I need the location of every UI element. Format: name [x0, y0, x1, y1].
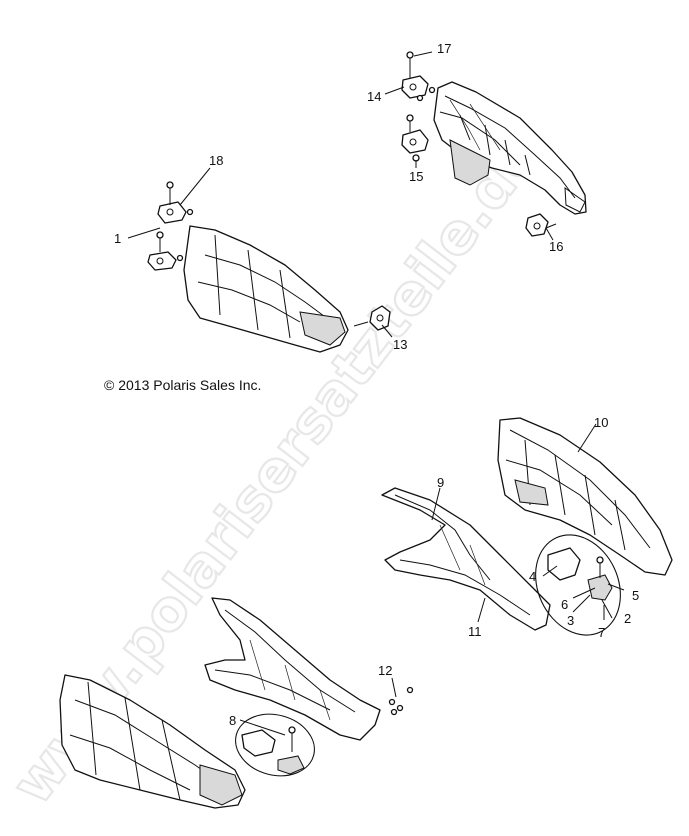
callout-14: 14 — [367, 89, 381, 104]
callout-7: 7 — [598, 625, 605, 640]
callout-8: 8 — [229, 713, 236, 728]
detail-oval-latch — [535, 534, 621, 636]
callout-2: 2 — [624, 611, 631, 626]
copyright-notice: © 2013 Polaris Sales Inc. — [104, 377, 261, 393]
callout-6: 6 — [561, 597, 568, 612]
hinge-14 — [401, 51, 436, 102]
handle-8 — [241, 726, 305, 775]
callout-10: 10 — [594, 415, 608, 430]
door-frame-9 — [381, 487, 551, 631]
hinge-18 — [157, 181, 194, 224]
callout-1: 1 — [114, 231, 121, 246]
callout-11: 11 — [468, 624, 482, 639]
hinge-15 — [401, 114, 429, 162]
callout-9: 9 — [437, 475, 444, 490]
callout-12: 12 — [378, 663, 392, 678]
callout-3: 3 — [567, 613, 574, 628]
latch-16 — [525, 213, 557, 237]
front-door-panel-bottom — [59, 674, 246, 809]
fasteners-12 — [388, 686, 414, 716]
callout-4: 4 — [529, 569, 536, 584]
hinge-1 — [147, 231, 184, 271]
front-door-panel-top — [183, 225, 349, 353]
callout-13: 13 — [393, 337, 407, 352]
latch-13 — [353, 305, 391, 331]
callout-16: 16 — [549, 239, 563, 254]
latch-assembly — [547, 547, 613, 601]
door-panel-10 — [497, 417, 673, 576]
callout-15: 15 — [409, 169, 423, 184]
rear-door-frame-top — [433, 81, 587, 215]
callout-5: 5 — [632, 588, 639, 603]
callout-17: 17 — [437, 41, 451, 56]
detail-oval-handle — [235, 713, 315, 777]
front-frame-bottom — [204, 597, 381, 741]
callout-18: 18 — [209, 153, 223, 168]
